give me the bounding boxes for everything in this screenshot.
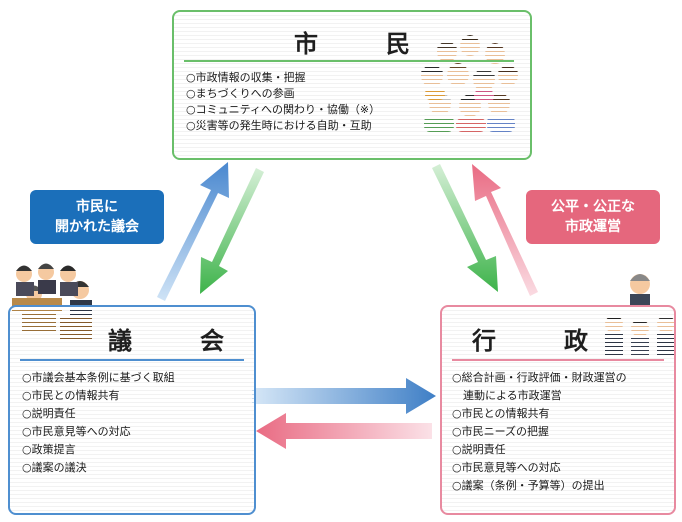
administration-item: ○市民との情報共有 [452,407,550,420]
tag-open-assembly: 市民に 開かれた議会 [30,190,164,244]
tag-fair-administration: 公平・公正な 市政運営 [526,190,660,244]
assembly-item: ○市民との情報共有 [22,389,120,402]
tag-open-assembly-line: 開かれた議会 [55,219,139,235]
administration-item: ○総合計画・行政評価・財政運営の [452,371,627,384]
administration-title: 行 政 [472,327,610,355]
citizen-item: ○まちづくりへの参画 [186,87,295,100]
tag-fair-administration-line: 公平・公正な [551,199,635,215]
citizen-items: ○市政情報の収集・把握 ○まちづくりへの参画 ○コミュニティへの関わり・協働（※… [186,70,380,134]
citizen-item: ○災害等の発生時における自助・互助 [186,119,372,132]
citizen-title: 市 民 [294,30,432,58]
arrow-admin-to-assembly [256,413,432,449]
administration-title-rule [452,359,664,361]
assembly-item: ○説明責任 [22,407,76,420]
tag-fair-administration-line: 市政運営 [565,219,621,235]
assembly-items: ○市議会基本条例に基づく取組 ○市民との情報共有 ○説明責任 ○市民意見等への対… [22,369,175,477]
administration-box: 行 政 ○総合計画・行政評価・財政運営の 連動による市政運営 ○市民との情報共有… [440,305,676,515]
tag-open-assembly-line: 市民に [76,199,118,215]
assembly-box: 議 会 ○市議会基本条例に基づく取組 ○市民との情報共有 ○説明責任 ○市民意見… [8,305,256,515]
assembly-item: ○市民意見等への対応 [22,425,131,438]
citizen-item: ○コミュニティへの関わり・協働（※） [186,103,381,116]
assembly-title-rule [20,359,244,361]
assembly-title: 議 会 [108,327,246,355]
administration-item: ○市民ニーズの把握 [452,425,550,438]
assembly-item: ○政策提言 [22,443,76,456]
citizen-item: ○市政情報の収集・把握 [186,71,306,84]
arrow-assembly-to-admin [252,378,436,414]
arrow-assembly-to-citizen [157,162,229,301]
citizen-title-rule [184,60,514,62]
administration-item: 連動による市政運営 [452,389,562,402]
administration-item: ○市民意見等への対応 [452,461,561,474]
administration-item: ○説明責任 [452,443,506,456]
arrow-admin-to-citizen [472,164,538,296]
citizen-box: 市 民 ○市政情報の収集・把握 ○まちづくりへの参画 ○コミュニティへの関わり・… [172,10,532,160]
administration-item: ○議案（条例・予算等）の提出 [452,479,605,492]
arrow-citizen-to-assembly [200,168,264,294]
assembly-item: ○議案の議決 [22,461,87,474]
arrow-citizen-to-admin [432,164,498,292]
administration-items: ○総合計画・行政評価・財政運営の 連動による市政運営 ○市民との情報共有 ○市民… [452,369,627,495]
assembly-item: ○市議会基本条例に基づく取組 [22,371,175,384]
